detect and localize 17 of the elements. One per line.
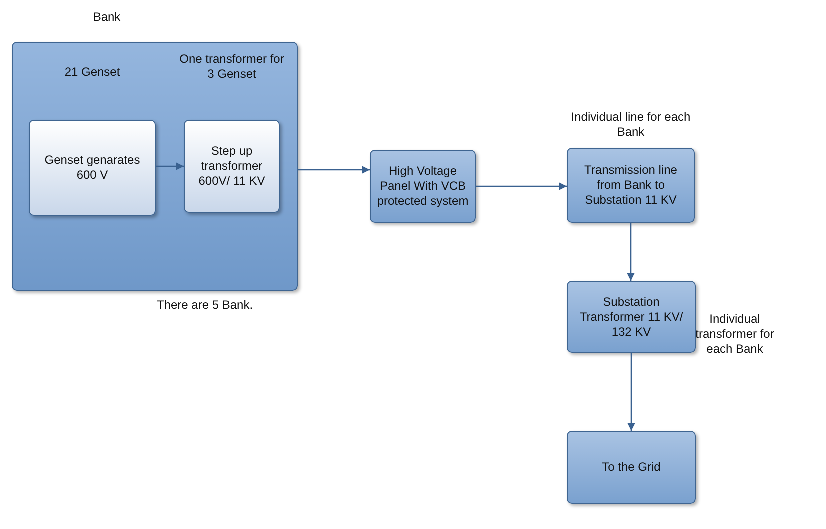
box-text: Genset genarates 600 V xyxy=(44,153,142,183)
arrow xyxy=(156,162,184,170)
arrow xyxy=(628,353,636,431)
heading-text: 21 Genset xyxy=(64,65,122,80)
box-text: Step up transformer 600V/ 11 KV xyxy=(198,144,266,189)
arrow xyxy=(298,166,370,174)
arrow xyxy=(627,223,635,281)
caption-text: There are 5 Bank. xyxy=(156,298,254,313)
box-text: Transmission line from Bank to Substation 11 KV xyxy=(584,163,678,208)
box-text: High Voltage Panel With VCB protected system xyxy=(376,164,470,209)
box-text: Substation Transformer 11 KV/ 132 KV xyxy=(578,294,684,340)
caption-text: Individual transformer for each Bank xyxy=(695,312,775,357)
heading-text: Individual line for each Bank xyxy=(570,110,692,140)
heading-text: Bank xyxy=(92,10,122,25)
heading-text: One transformer for 3 Genset xyxy=(178,52,286,82)
arrow xyxy=(476,182,567,190)
box-text: To the Grid xyxy=(601,460,662,475)
